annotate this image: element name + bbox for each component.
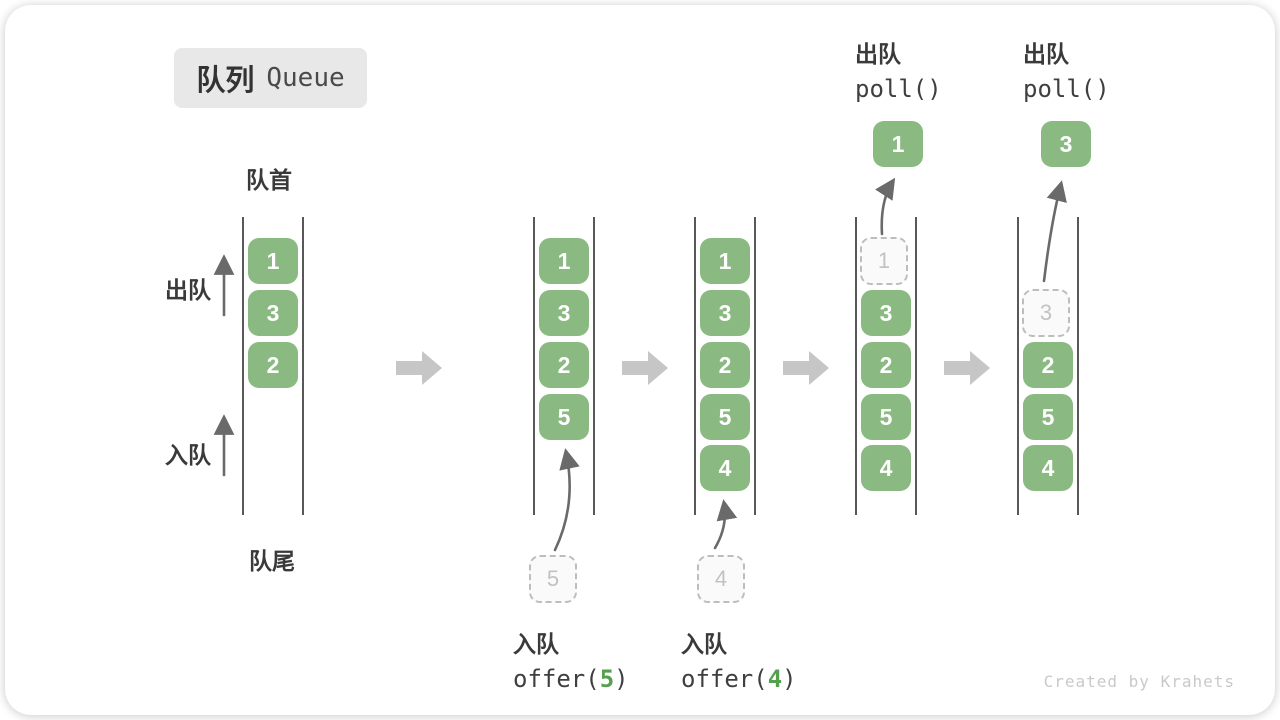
- offer-op-code: offer(4): [681, 665, 797, 693]
- queue-wall: [915, 217, 917, 515]
- removed-element-slot: 1: [860, 237, 908, 285]
- offer-op-zh: 入队: [681, 631, 727, 657]
- offer-op-label-1: 入队 offer(5): [513, 625, 629, 693]
- queue-element: 1: [700, 238, 750, 284]
- queue-element: 1: [539, 238, 589, 284]
- queue-wall: [593, 217, 595, 515]
- title-zh: 队列: [196, 65, 255, 97]
- queue-state-1: 1 3 2: [242, 217, 304, 515]
- queue-element: 4: [700, 445, 750, 491]
- poll-op-label-2: 出队 poll(): [1023, 35, 1110, 103]
- transition-arrow: [783, 351, 829, 385]
- incoming-element-4: 4: [697, 555, 745, 603]
- queue-element: 3: [861, 290, 911, 336]
- label-dequeue: 出队: [165, 277, 211, 303]
- label-queue-rear: 队尾: [249, 548, 295, 574]
- queue-wall: [1077, 217, 1079, 515]
- label-queue-front: 队首: [246, 167, 292, 193]
- transition-arrow: [396, 351, 442, 385]
- queue-element: 2: [248, 342, 298, 388]
- polled-element-3: 3: [1041, 121, 1091, 167]
- offer-arg: 5: [599, 665, 615, 693]
- queue-state-4: 1 3 2 5 4: [855, 217, 917, 515]
- queue-element: 3: [248, 290, 298, 336]
- poll-op-code: poll(): [1023, 75, 1110, 103]
- queue-element: 5: [700, 394, 750, 440]
- offer-op-zh: 入队: [513, 631, 559, 657]
- queue-wall: [242, 217, 244, 515]
- offer-op-code: offer(5): [513, 665, 629, 693]
- label-enqueue: 入队: [165, 442, 211, 468]
- queue-wall: [754, 217, 756, 515]
- queue-element: 5: [1023, 394, 1073, 440]
- poll-op-label-1: 出队 poll(): [855, 35, 942, 103]
- queue-wall: [1017, 217, 1019, 515]
- queue-state-5: 3 2 5 4: [1017, 217, 1079, 515]
- poll-op-zh: 出队: [855, 41, 901, 67]
- poll-op-code: poll(): [855, 75, 942, 103]
- queue-element: 4: [861, 445, 911, 491]
- queue-wall: [694, 217, 696, 515]
- polled-element-1: 1: [873, 121, 923, 167]
- queue-element: 3: [539, 290, 589, 336]
- title-box: 队列 Queue: [174, 48, 367, 108]
- queue-element: 5: [539, 394, 589, 440]
- diagram-card: 队列 Queue 队首 队尾 出队 入队: [5, 5, 1275, 715]
- queue-element: 1: [248, 238, 298, 284]
- queue-element: 2: [539, 342, 589, 388]
- transition-arrow: [944, 351, 990, 385]
- queue-element: 2: [700, 342, 750, 388]
- offer-op-label-2: 入队 offer(4): [681, 625, 797, 693]
- queue-element: 2: [1023, 342, 1073, 388]
- queue-wall: [855, 217, 857, 515]
- title-en: Queue: [266, 63, 345, 93]
- offer-arg: 4: [767, 665, 783, 693]
- queue-element: 4: [1023, 445, 1073, 491]
- removed-element-slot: 3: [1022, 289, 1070, 337]
- transition-arrow: [622, 351, 668, 385]
- queue-element: 3: [700, 290, 750, 336]
- poll-op-zh: 出队: [1023, 41, 1069, 67]
- credit-text: Created by Krahets: [1043, 672, 1235, 691]
- queue-wall: [533, 217, 535, 515]
- queue-state-2: 1 3 2 5: [533, 217, 595, 515]
- queue-element: 2: [861, 342, 911, 388]
- incoming-element-5: 5: [529, 555, 577, 603]
- queue-wall: [302, 217, 304, 515]
- queue-state-3: 1 3 2 5 4: [694, 217, 756, 515]
- queue-element: 5: [861, 394, 911, 440]
